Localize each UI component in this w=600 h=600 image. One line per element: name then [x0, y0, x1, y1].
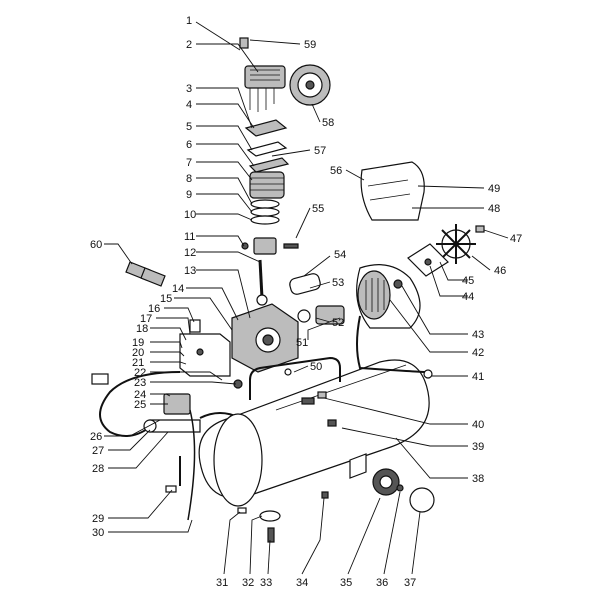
part-label-41: 41	[472, 371, 484, 383]
part-label-52: 52	[332, 317, 344, 329]
part-label-30: 30	[92, 527, 104, 539]
part-label-19: 19	[132, 337, 144, 349]
part-label-38: 38	[472, 473, 484, 485]
capacitor	[289, 273, 321, 295]
leader-lines	[104, 21, 509, 575]
part-label-37: 37	[404, 577, 416, 589]
part-label-28: 28	[92, 463, 104, 475]
part-label-58: 58	[322, 117, 334, 129]
part-label-3: 3	[186, 83, 192, 95]
part-label-20: 20	[132, 347, 144, 359]
part-label-16: 16	[148, 303, 160, 315]
cylinder	[249, 171, 285, 199]
part-label-7: 7	[186, 157, 192, 169]
part-number-labels: 1 2 3 4 5 6 7 8 9 10 11 12 13 14 15 16 1…	[90, 15, 522, 589]
air-tank	[198, 359, 430, 507]
part-label-44: 44	[462, 291, 474, 303]
part-label-49: 49	[488, 183, 500, 195]
wheel-cap	[396, 484, 435, 513]
part-label-1: 1	[186, 15, 192, 27]
part-label-45: 45	[462, 275, 474, 287]
crankcase	[231, 303, 299, 373]
part-label-10: 10	[184, 209, 196, 221]
cylinder-head-bolts	[239, 37, 286, 112]
part-label-51: 51	[296, 337, 308, 349]
part-label-13: 13	[184, 265, 196, 277]
part-label-33: 33	[260, 577, 272, 589]
misc-fittings	[125, 243, 337, 427]
part-label-31: 31	[216, 577, 228, 589]
part-label-50: 50	[310, 361, 322, 373]
part-label-34: 34	[296, 577, 308, 589]
part-label-36: 36	[376, 577, 388, 589]
part-label-46: 46	[494, 265, 506, 277]
part-label-40: 40	[472, 419, 484, 431]
foot	[349, 453, 367, 479]
part-label-47: 47	[510, 233, 522, 245]
air-filter	[289, 64, 331, 106]
piston-rings	[250, 199, 280, 225]
part-label-42: 42	[472, 347, 484, 359]
part-label-23: 23	[134, 377, 146, 389]
part-label-27: 27	[92, 445, 104, 457]
motor	[356, 264, 421, 329]
part-label-60: 60	[90, 239, 102, 251]
part-label-48: 48	[488, 203, 500, 215]
part-label-18: 18	[136, 323, 148, 335]
connecting-rod	[256, 259, 268, 306]
part-label-5: 5	[186, 121, 192, 133]
part-label-32: 32	[242, 577, 254, 589]
part-label-56: 56	[330, 165, 342, 177]
fan-bracket	[407, 243, 449, 277]
part-label-59: 59	[304, 39, 316, 51]
part-label-26: 26	[90, 431, 102, 443]
pressure-switch	[179, 319, 231, 377]
part-label-15: 15	[160, 293, 172, 305]
part-label-14: 14	[172, 283, 184, 295]
shroud	[360, 161, 425, 221]
part-label-2: 2	[186, 39, 192, 51]
part-label-53: 53	[332, 277, 344, 289]
part-label-6: 6	[186, 139, 192, 151]
part-label-11: 11	[184, 231, 195, 243]
part-label-39: 39	[472, 441, 484, 453]
rubber-foot-drain	[237, 491, 329, 543]
part-label-12: 12	[184, 247, 196, 259]
part-label-17: 17	[140, 313, 152, 325]
part-label-22: 22	[134, 367, 146, 379]
part-label-25: 25	[134, 399, 146, 411]
part-label-24: 24	[134, 389, 146, 401]
fan	[436, 224, 485, 264]
part-label-4: 4	[186, 99, 192, 111]
part-label-9: 9	[186, 189, 192, 201]
piston	[241, 237, 277, 255]
part-label-35: 35	[340, 577, 352, 589]
outlet-pipe	[356, 315, 433, 379]
part-label-57: 57	[314, 145, 326, 157]
wheel	[372, 468, 400, 496]
part-label-29: 29	[92, 513, 104, 525]
discharge-tube	[165, 409, 196, 521]
part-label-54: 54	[334, 249, 346, 261]
part-label-21: 21	[132, 357, 144, 369]
handle	[249, 356, 341, 400]
part-label-43: 43	[472, 329, 484, 341]
valve-plates-gaskets	[244, 119, 290, 173]
part-label-8: 8	[186, 173, 192, 185]
part-label-55: 55	[312, 203, 324, 215]
safety-valve-manifold	[143, 393, 241, 433]
